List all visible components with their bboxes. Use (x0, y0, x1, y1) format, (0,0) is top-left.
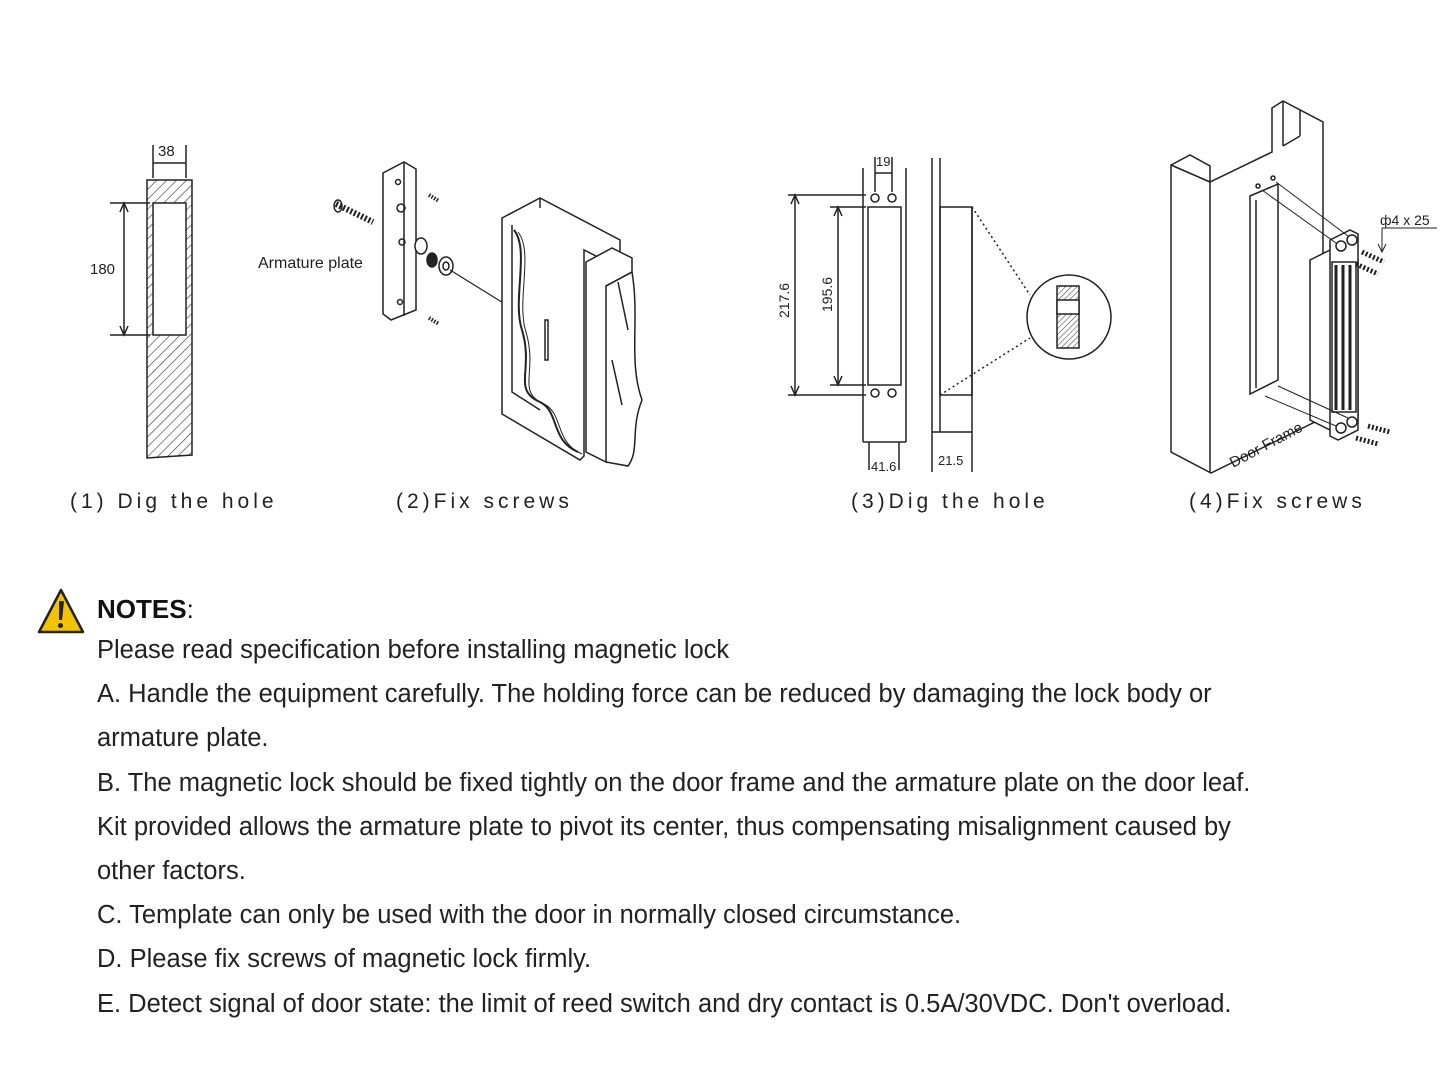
step1-drawing (110, 145, 193, 459)
note-line: armature plate. (97, 724, 269, 753)
notes-title: NOTES: (97, 590, 1427, 628)
dim-41-6: 41.6 (871, 459, 896, 474)
note-line: A. Handle the equipment carefully. The h… (97, 680, 1212, 709)
dim-195-6: 195.6 (819, 277, 835, 312)
dim-21-5: 21.5 (938, 453, 963, 468)
notes-title-text: NOTES (97, 594, 187, 624)
note-line: C. Template can only be used with the do… (97, 901, 962, 930)
dim-hole-width: 38 (158, 143, 175, 160)
step4-drawing (1170, 100, 1437, 474)
notes-section: NOTES: Please read specification before … (97, 590, 1427, 1026)
warning-triangle-icon (37, 588, 85, 634)
dim-hole-height: 180 (90, 261, 115, 278)
note-line: other factors. (97, 857, 246, 886)
step3-caption: (3)Dig the hole (851, 490, 1049, 513)
note-line: Kit provided allows the armature plate t… (97, 812, 1231, 841)
dim-217-6: 217.6 (776, 283, 792, 318)
installation-diagram: 38 180 Armature plate (90, 100, 1437, 474)
notes-title-colon: : (186, 594, 194, 624)
step4-caption: (4)Fix screws (1189, 490, 1366, 513)
screw-spec-label: ф4 x 25 (1380, 212, 1430, 228)
note-line: B. The magnetic lock should be fixed tig… (97, 768, 1251, 797)
note-line: D. Please fix screws of magnetic lock fi… (97, 945, 592, 974)
step2-drawing (333, 161, 643, 467)
dim-19: 19 (876, 154, 890, 169)
note-line: E. Detect signal of door state: the limi… (97, 989, 1232, 1018)
step2-caption: (2)Fix screws (396, 490, 573, 513)
step3-drawing (788, 157, 1112, 472)
note-line: Please read specification before install… (97, 636, 730, 664)
armature-plate-label: Armature plate (258, 255, 363, 272)
step1-caption: (1) Dig the hole (70, 490, 278, 513)
